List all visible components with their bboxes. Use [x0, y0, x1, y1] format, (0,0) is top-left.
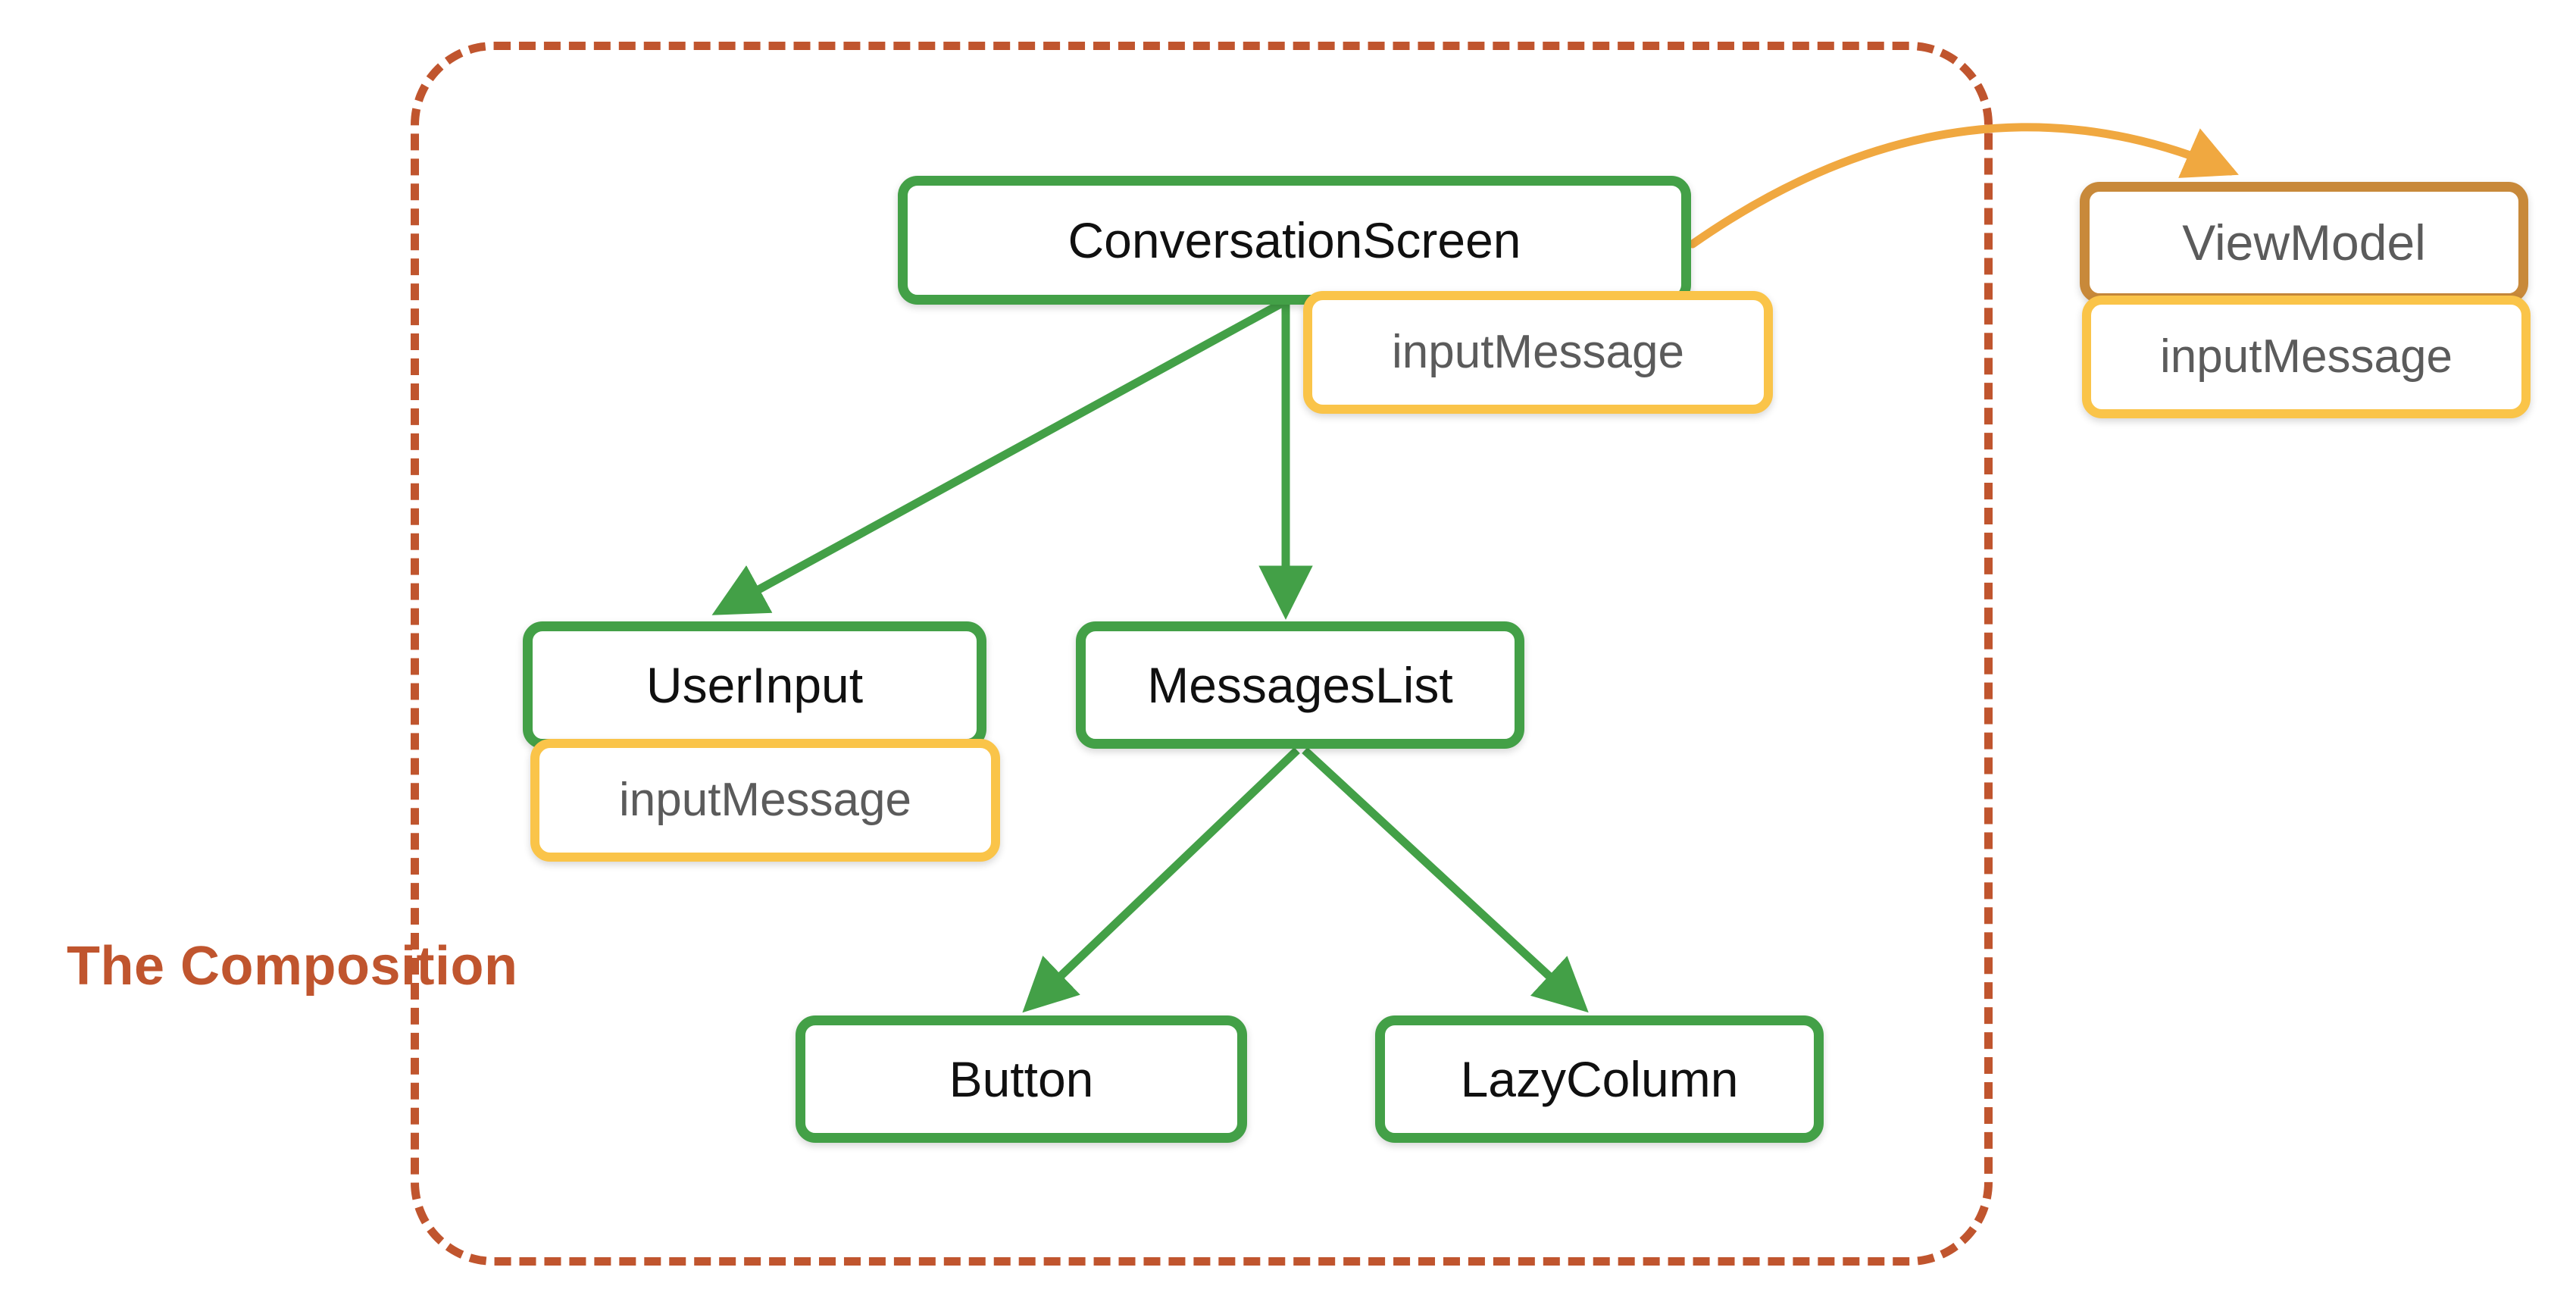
node-conversation-screen[interactable]: ConversationScreen: [898, 176, 1691, 305]
node-lazy-column-label: LazyColumn: [1460, 1051, 1739, 1107]
node-view-model-state-label: inputMessage: [2159, 330, 2453, 383]
node-view-model[interactable]: ViewModel: [2080, 182, 2528, 303]
node-button[interactable]: Button: [796, 1015, 1247, 1143]
node-user-input-state-label: inputMessage: [618, 774, 912, 826]
node-conversation-screen-state[interactable]: inputMessage: [1303, 291, 1773, 414]
node-lazy-column[interactable]: LazyColumn: [1375, 1015, 1824, 1143]
node-messages-list-label: MessagesList: [1147, 657, 1453, 713]
node-button-label: Button: [949, 1051, 1094, 1107]
edge-messages-list-to-button: [1022, 747, 1300, 1013]
node-messages-list[interactable]: MessagesList: [1076, 621, 1524, 749]
node-user-input[interactable]: UserInput: [523, 621, 986, 749]
node-view-model-label: ViewModel: [2182, 214, 2426, 271]
node-user-input-label: UserInput: [646, 657, 864, 713]
composition-caption: The Composition: [67, 936, 518, 997]
edge-messages-list-to-lazy-column: [1302, 746, 1589, 1013]
node-view-model-state[interactable]: inputMessage: [2082, 296, 2531, 418]
edge-conversation-screen-to-user-input: [711, 299, 1284, 615]
node-conversation-screen-state-label: inputMessage: [1391, 326, 1685, 378]
node-user-input-state[interactable]: inputMessage: [530, 739, 1000, 862]
node-conversation-screen-label: ConversationScreen: [1068, 212, 1521, 268]
